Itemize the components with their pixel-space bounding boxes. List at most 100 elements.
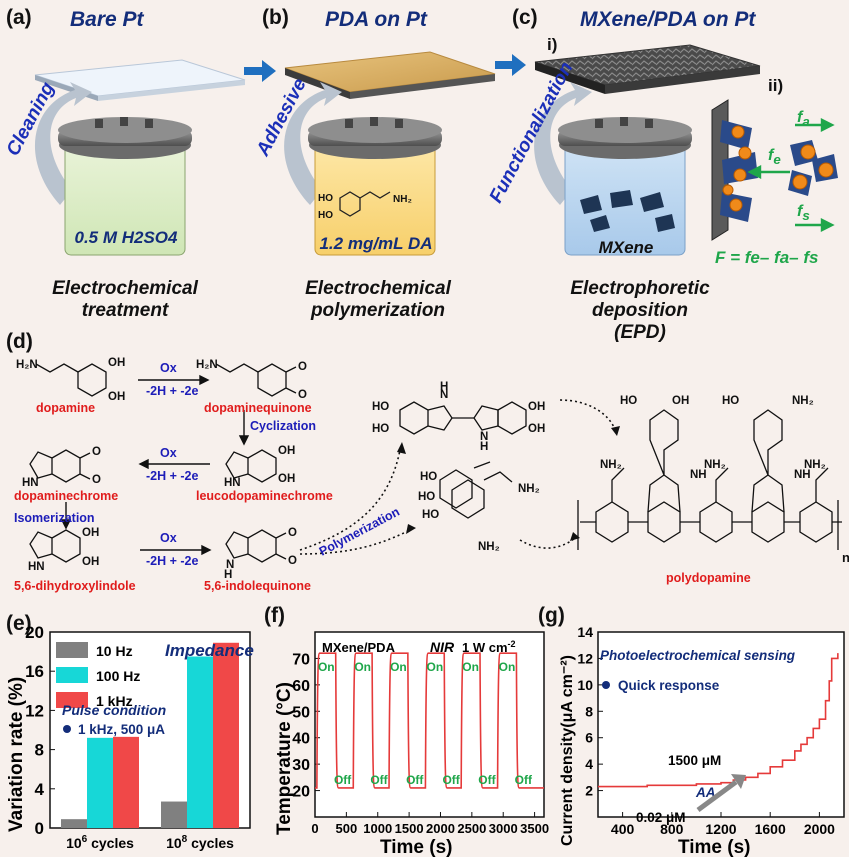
adhesive-curve-arrow xyxy=(284,82,342,205)
bar-0-1 xyxy=(87,737,113,828)
svg-text:OH: OH xyxy=(672,395,689,407)
svg-text:OH: OH xyxy=(528,423,545,435)
quick-response-bullet xyxy=(602,681,610,689)
svg-text:HO: HO xyxy=(372,401,389,413)
svg-text:NH₂: NH₂ xyxy=(393,194,412,205)
panel-a-caption-line1: Electrochemical xyxy=(52,278,198,299)
panel-e-ytick-label: 12 xyxy=(25,701,44,720)
beaker-a xyxy=(58,117,192,256)
ox-label-2: Ox xyxy=(160,446,177,460)
ox-label-3: Ox xyxy=(160,531,177,545)
panel-f-ytick-label: 20 xyxy=(292,784,310,801)
svg-text:HO: HO xyxy=(318,210,333,221)
panel-g-conc-high: 1500 μM xyxy=(668,753,721,768)
panel-g-xtick-label: 2000 xyxy=(804,821,835,837)
svg-text:HO: HO xyxy=(418,491,435,503)
beaker-b: HO HO NH₂ xyxy=(308,117,442,256)
current-trace xyxy=(598,653,839,788)
panel-g-ytick-label: 8 xyxy=(585,703,593,719)
panel-g-xtick-label: 1200 xyxy=(705,821,736,837)
svg-text:HO: HO xyxy=(620,395,637,407)
svg-text:H: H xyxy=(440,381,448,393)
svg-text:N: N xyxy=(480,431,488,443)
isomerization-label: Isomerization xyxy=(14,511,95,525)
panel-f-xtick-label: 0 xyxy=(311,821,318,836)
dopamine-ring xyxy=(77,363,107,397)
panel-g-xlabel: Time (s) xyxy=(678,837,751,857)
dihydroxyindole-name: 5,6-dihydroxylindole xyxy=(14,579,136,593)
panel-f-label: (f) xyxy=(264,604,285,627)
off-label: Off xyxy=(515,773,533,787)
arrow-a-to-b xyxy=(244,60,276,82)
svg-text:HO: HO xyxy=(372,423,389,435)
panel-b-caption: Electrochemical polymerization xyxy=(268,278,488,322)
mxene-flakes xyxy=(580,190,675,232)
on-label: On xyxy=(499,660,516,674)
panel-e-ytick-label: 4 xyxy=(35,780,45,799)
svg-text:HO: HO xyxy=(422,509,439,521)
force-fs: fs xyxy=(797,203,810,224)
bare-pt-plate xyxy=(34,59,246,101)
polydopamine-name: polydopamine xyxy=(666,571,751,585)
panel-g-heading: Photoelectrochemical sensing xyxy=(600,648,796,663)
bar-1-0 xyxy=(161,801,187,828)
svg-text:H₂N: H₂N xyxy=(196,359,218,371)
panel-a-label: (a) xyxy=(6,6,32,29)
svg-text:H₂N: H₂N xyxy=(16,359,38,371)
panel-c-caption: Electrophoretic deposition (EPD) xyxy=(520,278,760,344)
on-label: On xyxy=(354,660,371,674)
cleaning-curve-arrow xyxy=(34,82,92,205)
svg-text:HN: HN xyxy=(28,561,45,573)
panel-g-ytick-label: 12 xyxy=(577,650,593,666)
panel-e-category-label: 106 cycles xyxy=(66,834,134,851)
legend-label-0: 10 Hz xyxy=(96,643,133,659)
panel-f-ytick-label: 50 xyxy=(292,704,310,721)
svg-text:O: O xyxy=(288,527,297,539)
svg-text:O: O xyxy=(92,474,101,486)
panel-e-label: (e) xyxy=(6,612,32,635)
panel-f-ylabel: Temperature (°C) xyxy=(274,682,295,835)
legend-swatch-1 xyxy=(56,667,88,683)
svg-text:NH₂: NH₂ xyxy=(600,459,622,471)
panel-g-ytick-label: 2 xyxy=(585,783,593,799)
bar-1-2 xyxy=(213,642,239,828)
panel-c-caption-line2: (EPD) xyxy=(614,322,666,343)
panel-g-ytick-label: 14 xyxy=(577,624,593,640)
panel-g-ytick-label: 4 xyxy=(585,756,593,772)
panel-e-ytick-label: 20 xyxy=(25,623,44,642)
force-fa: fa xyxy=(797,109,810,130)
svg-text:HO: HO xyxy=(420,471,437,483)
panel-f-xtick-label: 1000 xyxy=(363,821,392,836)
bar-0-2 xyxy=(113,736,139,828)
beaker-b-text: 1.2 mg/mL DA xyxy=(319,234,433,253)
svg-text:OH: OH xyxy=(82,556,99,568)
svg-text:NH₂: NH₂ xyxy=(704,459,726,471)
off-label: Off xyxy=(370,773,388,787)
legend-label-1: 100 Hz xyxy=(96,668,140,684)
temperature-trace xyxy=(315,652,544,789)
panel-c-sub-ii: ii) xyxy=(768,76,784,95)
panel-b-label: (b) xyxy=(262,6,289,29)
panel-b-caption-line2: polymerization xyxy=(310,300,446,321)
svg-text:OH: OH xyxy=(278,473,295,485)
on-label: On xyxy=(318,660,335,674)
dopamine-name: dopamine xyxy=(36,401,95,415)
legend-swatch-0 xyxy=(56,642,88,658)
panel-c-sub-i: i) xyxy=(547,35,558,54)
svg-text:HN: HN xyxy=(224,477,241,489)
panel-f-ytick-label: 30 xyxy=(292,757,310,774)
force-equation: F = fe– fa– fs xyxy=(715,248,819,267)
svg-text:HO: HO xyxy=(722,395,739,407)
panel-g-ylabel: Current density(μA cm⁻²) xyxy=(559,655,576,846)
pulse-bullet xyxy=(63,725,71,733)
svg-text:NH₂: NH₂ xyxy=(804,459,826,471)
top-row-illustrations: HO HO NH₂ xyxy=(34,44,838,256)
panel-g-ytick-label: 6 xyxy=(585,730,593,746)
panel-f-xtick-label: 1500 xyxy=(395,821,424,836)
svg-text:O: O xyxy=(92,446,101,458)
panel-d-label: (d) xyxy=(6,330,33,353)
panel-g-conc-low: 0.02 μM xyxy=(636,810,686,825)
